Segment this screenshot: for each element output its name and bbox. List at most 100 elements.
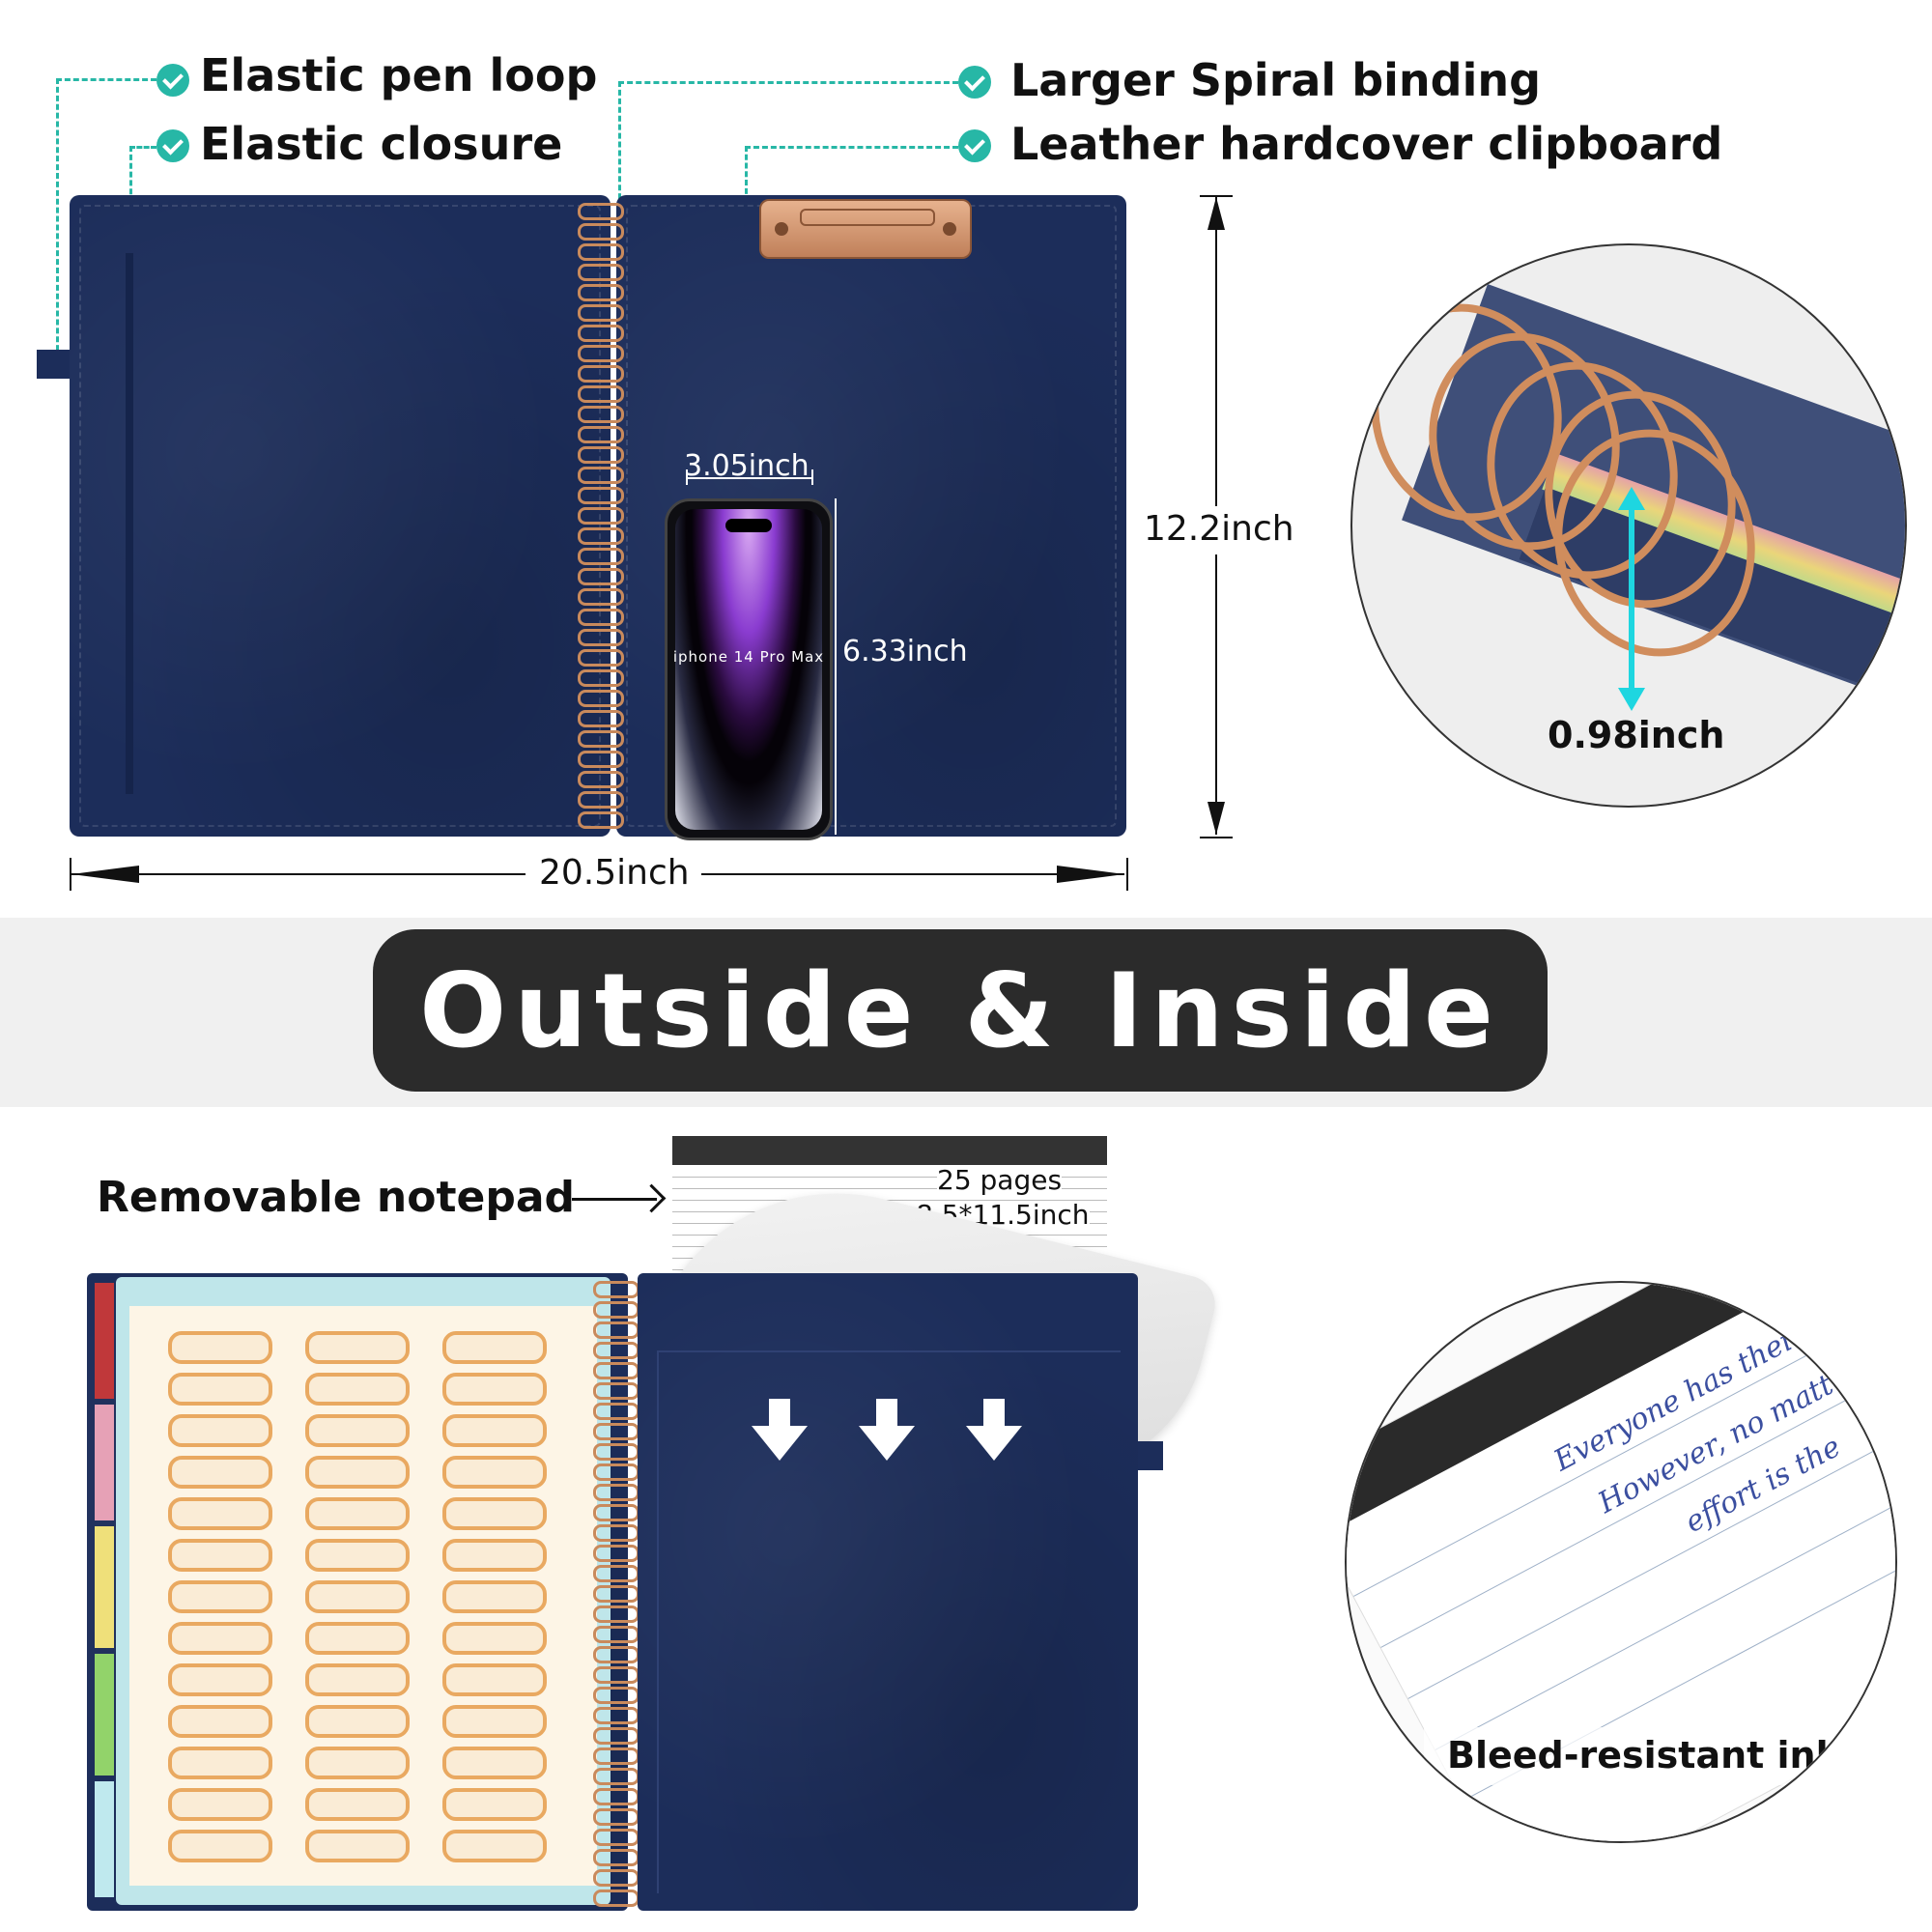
spiral-ring [593,1768,639,1785]
check-icon [156,129,189,162]
divider-tab-red [95,1283,114,1399]
width-label: 20.5inch [539,853,690,893]
spiral-ring [578,365,624,383]
phone-height-line [835,498,837,835]
dynamic-island [725,519,772,532]
spiral-ring [593,1605,639,1623]
clip-hinge [800,209,935,226]
down-arrow-icon [769,1399,790,1428]
sticky-note-strip [305,1456,410,1489]
spiral-ring [593,1321,639,1339]
spiral-ring [578,669,624,687]
sticky-note-strip [168,1663,272,1696]
spiral-ring [578,548,624,565]
notepad-pages: 25 pages [937,1164,1063,1196]
spiral-ring [578,730,624,748]
spiral-ring [593,1382,639,1400]
spiral-ring [593,1707,639,1724]
spiral-ring [593,1504,639,1521]
spiral-ring [593,1788,639,1805]
sticky-note-strip [305,1497,410,1530]
sticky-note-strip [305,1539,410,1572]
sticky-note-strip [442,1830,547,1862]
sticky-note-strip [168,1456,272,1489]
spiral-ring [578,710,624,727]
sticky-note-strip [168,1788,272,1821]
spiral-leader-h [618,81,958,84]
pen-loop-leader-h [56,78,156,81]
sticky-note-strip [442,1663,547,1696]
spiral-ring [593,1281,639,1298]
spiral-ring [593,1585,639,1603]
notepad-arrow-line [572,1198,657,1201]
section-title: Outside & Inside [419,951,1501,1070]
ring-diameter-line [1629,504,1634,694]
spiral-ring [593,1829,639,1846]
spiral-ring [578,487,624,504]
width-tick-right [1126,858,1128,891]
elastic-closure-tab [37,350,70,379]
spiral-ring [593,1646,639,1663]
spiral-ring [578,406,624,423]
spiral-ring [578,811,624,829]
notepad-header-strip [672,1136,1107,1165]
spiral-ring [593,1545,639,1562]
closure-leader-h [129,146,156,149]
spiral-ring [593,1524,639,1542]
notepad-label: Removable notepad [97,1173,576,1222]
sticky-note-strip [442,1497,547,1530]
spiral-ring [578,385,624,403]
check-icon [958,66,991,99]
notepad-rule [672,1188,1107,1189]
spiral-ring [593,1342,639,1359]
spiral-ring [593,1484,639,1501]
section-banner: Outside & Inside [373,929,1548,1092]
sticky-note-strip [442,1331,547,1364]
sticky-note-strip [305,1331,410,1364]
sticky-note-strip [442,1747,547,1779]
down-arrow-icon [876,1399,897,1428]
sticky-note-strip [305,1747,410,1779]
sticky-note-strip [168,1497,272,1530]
feature-spiral: Larger Spiral binding [1010,54,1542,106]
spiral-ring [578,690,624,707]
spiral-ring [578,223,624,241]
spiral-ring [593,1747,639,1765]
spiral-ring [593,1362,639,1379]
phone-width-tick-right [811,469,813,485]
down-arrow-icon-head [966,1426,1022,1461]
sticky-note-strip [305,1663,410,1696]
spiral-ring [578,791,624,809]
sticky-note-strip [305,1705,410,1738]
spiral-ring [578,588,624,606]
width-line-right [701,873,1124,875]
spiral-ring [578,507,624,525]
pen-loop-tab [1138,1441,1163,1470]
clip-rivet-left [775,222,788,236]
height-label: 12.2inch [1144,509,1294,549]
cover-stitching [79,205,601,827]
spiral-ring [578,243,624,261]
sticky-note-strip [442,1622,547,1655]
sticky-note-strip [168,1622,272,1655]
clipboard-clip [759,199,972,259]
sticky-note-strip [168,1747,272,1779]
spiral-ring [578,304,624,322]
phone-width-label: 3.05inch [684,449,810,483]
height-line-top [1215,197,1217,506]
spiral-leader-v [618,81,621,216]
sticky-pocket-sheet [116,1277,611,1905]
width-arrow-right [1057,866,1124,883]
clipboard-leader-h [745,146,958,149]
phone-screen [675,509,822,830]
feature-clipboard: Leather hardcover clipboard [1010,118,1723,170]
feature-closure: Elastic closure [200,118,563,170]
phone-height-label: 6.33inch [842,635,968,668]
spiral-ring [578,284,624,301]
spiral-ring [593,1626,639,1643]
phone-reference: iphone 14 Pro Max [665,498,833,840]
sticky-note-strip [168,1414,272,1447]
spiral-ring [578,467,624,484]
height-arrow-up [1208,197,1225,230]
spiral-ring [578,203,624,220]
